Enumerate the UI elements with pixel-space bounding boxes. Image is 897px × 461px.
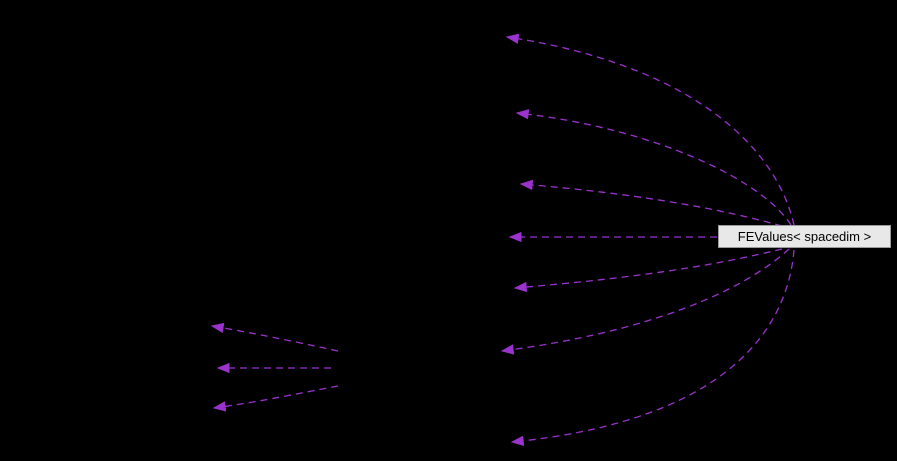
edge-fan-6: [500, 248, 790, 355]
edge-cluster-3: [212, 385, 339, 412]
node-fevalues-spacedim[interactable]: FEValues< spacedim >: [718, 225, 891, 248]
edge-fan-5: [513, 248, 783, 293]
edge-cluster-1: [210, 322, 339, 352]
edge-fan-7: [510, 249, 795, 447]
edge-fan-3: [519, 179, 783, 227]
edge-fan-1: [505, 33, 795, 226]
edge-fan-2: [515, 109, 792, 226]
